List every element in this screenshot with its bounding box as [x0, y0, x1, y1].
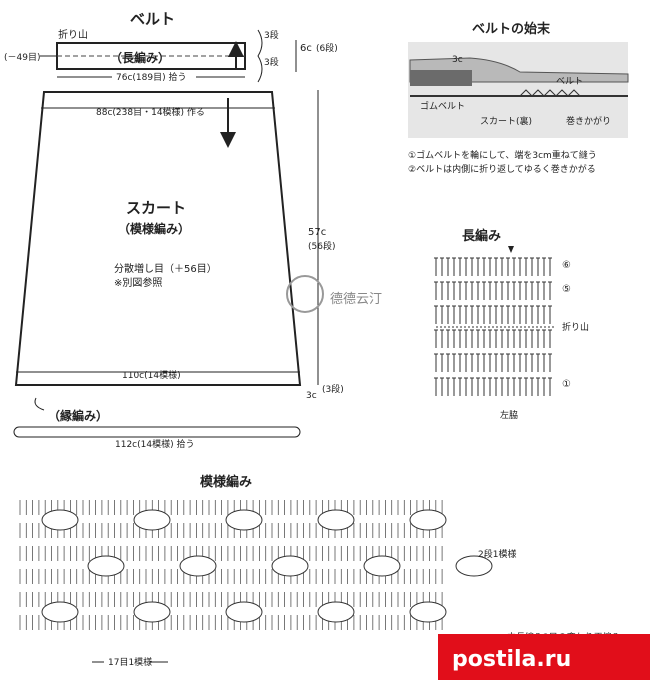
belt-schematic: ベルト 折り山 （長編み） (－49目) 76c(189目) 拾う 3段 3段 … — [4, 10, 338, 83]
watermark-text: 德德云汀 — [330, 292, 382, 307]
whip-stitch-zigzag — [519, 89, 581, 97]
puff-stitch-motif — [363, 555, 401, 577]
belt-stitch: （長編み） — [110, 50, 170, 65]
long-stitch-fold: 折り山 — [562, 321, 589, 333]
site-logo: postila.ru — [438, 634, 650, 680]
puff-stitch-motif — [225, 509, 263, 531]
puff-stitch-motif — [271, 555, 309, 577]
belt-finish-diagram: ベルトの始末 3c ベルト ゴムベルト スカート(裏) 巻きかがり ①ゴムベルト… — [408, 21, 629, 175]
long-stitch-row5: ⑤ — [562, 284, 571, 295]
puff-stitch-motif — [409, 601, 447, 623]
belt-height-rows: (6段) — [316, 42, 338, 54]
belt-finish-note1: ①ゴムベルトを輪にして、端を3cm重ねて縫う — [408, 149, 597, 161]
belt-fold-label: 折り山 — [58, 28, 88, 41]
belt-finish-elastic-label: ゴムベルト — [420, 100, 465, 112]
pattern-row-label: 2段1模様 — [478, 548, 516, 560]
long-stitch-grid — [434, 257, 556, 396]
puff-stitch-motif — [179, 555, 217, 577]
belt-finish-whip-label: 巻きかがり — [566, 115, 611, 127]
belt-finish-title: ベルトの始末 — [472, 21, 551, 37]
watermark-seal — [286, 275, 324, 313]
belt-finish-belt-label: ベルト — [556, 77, 583, 87]
puff-stitch-motif — [409, 509, 447, 531]
belt-rows-top: 3段 — [264, 29, 279, 41]
belt-rows-bottom: 3段 — [264, 56, 279, 68]
belt-pickup: 76c(189目) 拾う — [116, 71, 186, 83]
site-logo-text: postila.ru — [452, 647, 571, 672]
puff-stitch-motif — [41, 509, 79, 531]
belt-finish-overlap: 3c — [452, 55, 463, 65]
belt-finish-skirt-label: スカート(裏) — [480, 115, 532, 127]
puff-stitch-motif — [455, 555, 493, 577]
belt-finish-note2: ②ベルトは内側に折り返してゆるく巻きかがる — [408, 163, 596, 175]
skirt-increase: 分散増し目（＋56目） — [114, 262, 217, 275]
puff-stitch-motif — [87, 555, 125, 577]
puff-stitch-motif — [317, 509, 355, 531]
watermark: 德德云汀 — [286, 275, 382, 313]
skirt-edge-rows: (3段) — [322, 383, 344, 395]
skirt-edge-cm: 3c — [306, 391, 317, 401]
skirt-top-cast: 88c(238目・14模様) 作る — [96, 106, 205, 118]
puff-stitch-motif — [133, 509, 171, 531]
puff-stitch-motif — [225, 601, 263, 623]
skirt-ref: ※別図参照 — [114, 276, 162, 289]
long-stitch-row1: ① — [562, 379, 571, 390]
skirt-edge-band — [13, 426, 301, 438]
long-stitch-chart: 長編み ⑥ ⑤ 折り山 ① 左脇 — [434, 228, 589, 421]
belt-rows-brace — [257, 29, 263, 83]
skirt-stitch: （模様編み） — [118, 221, 190, 236]
puff-stitch-motif — [133, 601, 171, 623]
pattern-repeat: 17目1模様 — [108, 656, 152, 668]
belt-finish-panel — [408, 42, 628, 138]
belt-left-count: (－49目) — [4, 52, 40, 63]
long-stitch-row6: ⑥ — [562, 260, 571, 271]
skirt-title: スカート — [126, 199, 186, 217]
skirt-edge-brace — [34, 397, 45, 411]
pattern-title: 模様編み — [200, 474, 252, 490]
skirt-bottom-width: 110c(14模様) — [122, 369, 181, 381]
elastic-band-shape — [410, 70, 472, 86]
puff-stitch-motif — [317, 601, 355, 623]
skirt-height-rows: (56段) — [308, 240, 335, 252]
belt-title: ベルト — [130, 10, 175, 28]
start-marker-icon — [508, 246, 514, 253]
skirt-edge-stitch: （縁編み） — [48, 408, 108, 423]
skirt-schematic: 88c(238目・14模様) 作る スカート （模様編み） 分散増し目（＋56目… — [13, 90, 344, 450]
skirt-trapezoid — [14, 91, 302, 386]
long-stitch-title: 長編み — [462, 228, 501, 244]
skirt-height-cm: 57c — [308, 227, 326, 238]
puff-stitch-motif — [41, 601, 79, 623]
skirt-edge-pickup: 112c(14模様) 拾う — [115, 438, 194, 450]
site-logo-badge — [438, 634, 650, 680]
belt-height-cm: 6c — [300, 43, 312, 54]
pattern-grid — [19, 500, 493, 630]
long-stitch-side: 左脇 — [500, 409, 518, 421]
